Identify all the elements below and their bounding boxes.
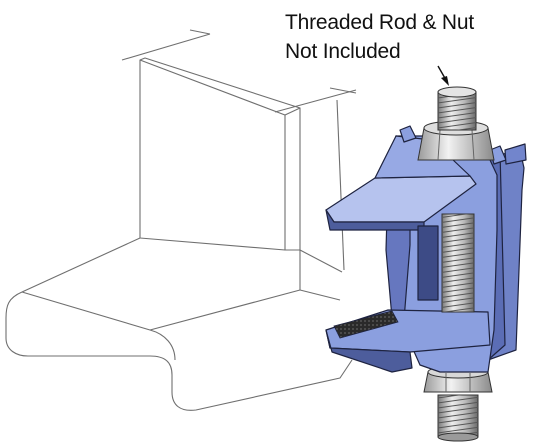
annotation-line-2: Not Included	[285, 40, 401, 63]
annotation-line-1: Threaded Rod & Nut	[285, 11, 475, 34]
threaded-rod-bottom	[437, 394, 479, 442]
threaded-rod-top	[437, 86, 477, 131]
jaw-grip-teeth	[333, 310, 399, 339]
i-beam	[5, 29, 357, 411]
threaded-rod-middle	[441, 213, 475, 313]
beam-clamp	[325, 125, 527, 373]
annotation-text: Threaded Rod & Nut Not Included	[285, 8, 474, 66]
callout-arrow	[437, 65, 449, 86]
